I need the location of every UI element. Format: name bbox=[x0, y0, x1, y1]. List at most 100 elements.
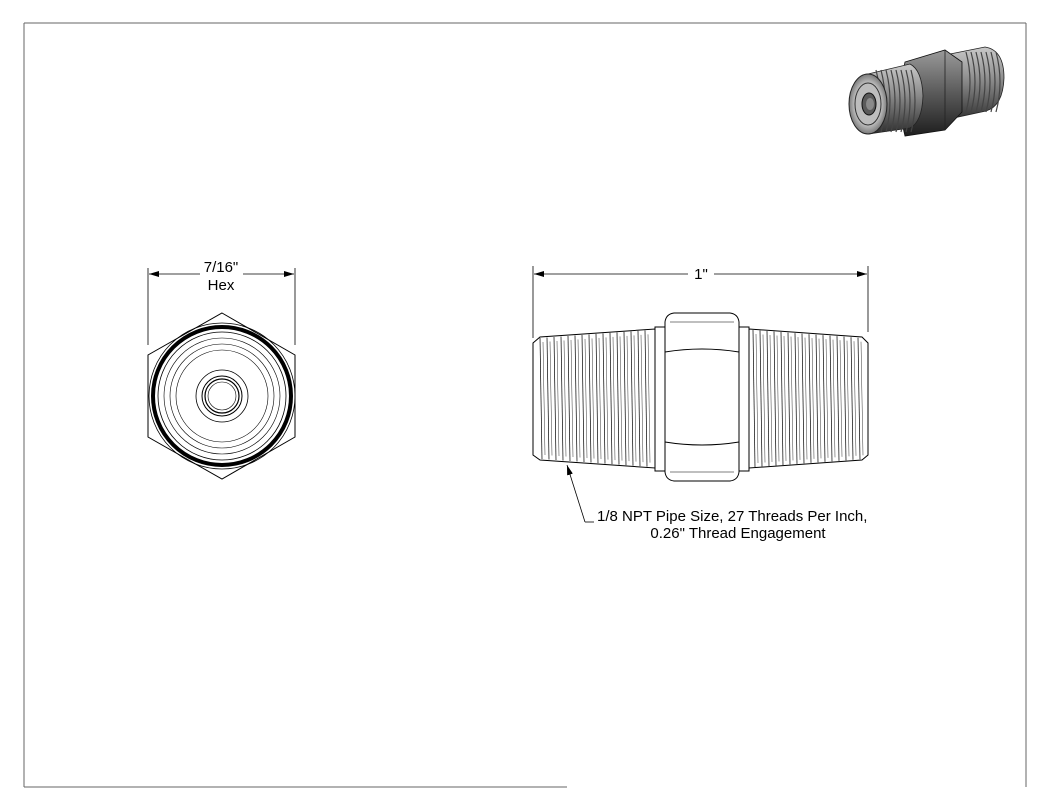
thread-root-line bbox=[542, 341, 546, 456]
thread-root-line bbox=[804, 337, 808, 460]
thread-root-line bbox=[811, 338, 815, 459]
thread-root-line bbox=[563, 340, 567, 457]
length-dimension-label: 1" bbox=[694, 266, 708, 283]
thread-line bbox=[539, 337, 543, 460]
thread-line bbox=[822, 335, 826, 462]
thread-root-line bbox=[790, 336, 794, 461]
thread-root-line bbox=[647, 334, 651, 463]
thread-outer-ring bbox=[151, 325, 293, 467]
thread-line bbox=[581, 334, 585, 463]
bore bbox=[201, 375, 243, 417]
iso-thread-line bbox=[885, 69, 891, 133]
iso-thread-line bbox=[965, 51, 971, 113]
thread-callout-line2: 0.26" Thread Engagement bbox=[650, 525, 826, 542]
thread-line bbox=[815, 334, 819, 463]
drawing-frame bbox=[23, 22, 1027, 788]
thread-root-line bbox=[549, 341, 553, 456]
hex-body bbox=[664, 312, 740, 482]
thread-root-line bbox=[797, 337, 801, 460]
thread-line bbox=[588, 334, 592, 463]
thread-line bbox=[560, 336, 564, 461]
thread-line bbox=[759, 330, 763, 467]
thread-line bbox=[773, 331, 777, 466]
left-collar bbox=[654, 326, 666, 472]
iso-thread-line bbox=[995, 51, 1001, 113]
thread-root-line bbox=[846, 340, 850, 457]
iso-thread-line bbox=[910, 69, 916, 133]
thread-line bbox=[801, 333, 805, 464]
thread-root-line bbox=[839, 340, 843, 457]
thread-line bbox=[766, 331, 770, 466]
thread-root-line bbox=[577, 339, 581, 458]
thread-line bbox=[546, 337, 550, 460]
iso-thread-line bbox=[895, 69, 901, 133]
thread-root-line bbox=[762, 334, 766, 463]
iso-thread-line bbox=[905, 69, 911, 133]
hex-label: Hex bbox=[208, 277, 235, 294]
thread-root-line bbox=[584, 338, 588, 459]
thread-line bbox=[616, 332, 620, 465]
thread-line bbox=[644, 330, 648, 467]
iso-thread-line bbox=[900, 69, 906, 133]
hex-outline bbox=[147, 312, 296, 480]
thread-line bbox=[623, 331, 627, 466]
thread-root-line bbox=[832, 339, 836, 458]
thread-root-line bbox=[619, 336, 623, 461]
thread-root-line bbox=[605, 337, 609, 460]
thread-line bbox=[787, 332, 791, 465]
side-view bbox=[532, 266, 869, 523]
iso-thread-line bbox=[985, 51, 991, 113]
thread-line bbox=[595, 333, 599, 464]
thread-root-line bbox=[783, 336, 787, 461]
iso-thread-line bbox=[990, 51, 996, 113]
right-thread-lines bbox=[752, 329, 864, 468]
thread-callout-line1: 1/8 NPT Pipe Size, 27 Threads Per Inch, bbox=[597, 508, 867, 525]
iso-thread-line bbox=[975, 51, 981, 113]
thread-root-line bbox=[769, 335, 773, 462]
thread-root-line bbox=[776, 335, 780, 462]
iso-thread-line bbox=[980, 51, 986, 113]
isometric-view bbox=[848, 46, 1005, 137]
thread-line bbox=[574, 335, 578, 462]
thread-line bbox=[836, 336, 840, 461]
thread-root-line bbox=[612, 336, 616, 461]
thread-root-line bbox=[626, 335, 630, 462]
thread-line bbox=[850, 337, 854, 460]
thread-root-line bbox=[755, 333, 759, 464]
thread-line bbox=[808, 334, 812, 463]
thread-line bbox=[843, 336, 847, 461]
thread-root-line bbox=[598, 337, 602, 460]
thread-line bbox=[780, 332, 784, 465]
thread-line bbox=[609, 332, 613, 465]
hex-flat-top bbox=[664, 348, 740, 353]
iso-thread-line bbox=[970, 51, 976, 113]
thread-root-line bbox=[818, 338, 822, 459]
bore-chamfer bbox=[195, 369, 249, 423]
thread-root-line bbox=[633, 335, 637, 462]
thread-root-line bbox=[556, 340, 560, 457]
left-thread-lines bbox=[539, 330, 651, 467]
thread-line bbox=[794, 333, 798, 464]
hex-flat-bottom bbox=[664, 441, 740, 446]
thread-line bbox=[567, 335, 571, 462]
thread-line bbox=[829, 335, 833, 462]
right-thread-outline bbox=[748, 328, 869, 469]
thread-root-line bbox=[860, 341, 864, 456]
hex-chamfer-circle bbox=[148, 322, 296, 470]
thread-line bbox=[630, 331, 634, 466]
iso-thread-line bbox=[890, 69, 896, 133]
thread-root-line bbox=[591, 338, 595, 459]
thread-line bbox=[752, 329, 756, 468]
thread-root-line bbox=[853, 341, 857, 456]
callout-leader bbox=[566, 464, 586, 523]
hex-dimension-label: 7/16" bbox=[204, 259, 239, 276]
thread-line bbox=[857, 337, 861, 460]
right-collar bbox=[738, 326, 750, 472]
thread-root-line bbox=[825, 339, 829, 458]
thread-line bbox=[637, 330, 641, 467]
thread-line bbox=[602, 333, 606, 464]
thread-root-line bbox=[570, 339, 574, 458]
thread-line bbox=[553, 336, 557, 461]
end-view bbox=[147, 268, 296, 480]
